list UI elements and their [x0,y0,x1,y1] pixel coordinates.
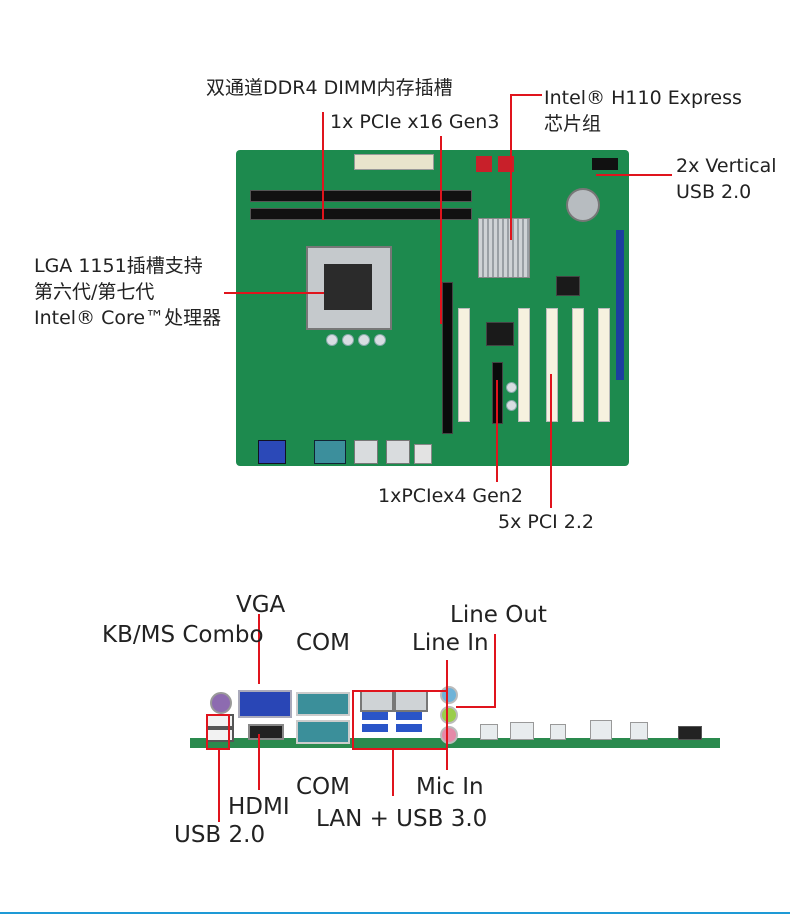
callout-line-chipset [510,94,512,240]
callout-box-lan-right [446,690,448,750]
callout-line-line-out-h [456,706,496,708]
label-chipset-line1: Intel® H110 Express [544,87,742,109]
callout-line-dimm [322,112,324,220]
label-pcie4: 1xPCIex4 Gen2 [378,485,523,507]
callout-box-usb2-right [228,714,230,750]
label-mic-in: Mic In [416,774,484,800]
board-rear-io [314,440,346,464]
hdmi-port [248,724,284,740]
com-port [296,720,350,744]
label-dimm: 双通道DDR4 DIMM内存插槽 [206,77,453,99]
audio-jack-line-out [440,706,458,724]
callout-line-usb-vertical [596,174,672,176]
power-connector [354,154,434,170]
pci-slot [598,308,610,422]
callout-box-usb2-bottom [206,748,230,750]
capacitor [506,400,517,411]
pcb-edge [190,738,720,748]
usb3-port [396,712,422,720]
lan-port [394,690,428,712]
lan-port [360,690,394,712]
label-cpu-line3: Intel® Core™处理器 [34,307,222,329]
callout-box-lan-left [352,690,354,750]
callout-line-mic-in [446,730,448,770]
board-component [630,722,648,740]
capacitor [342,334,354,346]
board-component [510,722,534,740]
label-hdmi: HDMI [228,794,290,820]
pci-slot [546,308,558,422]
label-pcie16: 1x PCIe x16 Gen3 [330,111,500,133]
label-cpu-line1: LGA 1151插槽支持 [34,255,203,277]
dimm-slot [250,190,472,202]
label-kbms: KB/MS Combo [102,622,264,648]
board-component [678,726,702,740]
callout-line-pci [550,374,552,508]
cpu-socket [306,246,392,330]
label-chipset-line2: 芯片组 [544,113,602,135]
pci-slot [458,308,470,422]
callout-line-lan [392,750,394,796]
callout-line-usb2 [218,750,220,822]
vertical-usb-header [592,158,618,170]
callout-box-usb2-top [206,714,230,716]
label-com-bottom: COM [296,774,351,800]
label-lan-usb3: LAN + USB 3.0 [316,806,488,832]
callout-box-usb2-left [206,714,208,750]
io-chip [556,276,580,296]
capacitor [506,382,517,393]
callout-line-line-in [446,660,448,694]
callout-line-vga [258,614,260,684]
sata-port [476,156,492,172]
usb3-port [362,712,388,720]
usb3-port [396,724,422,732]
board-component [590,720,612,740]
callout-box-lan-top [352,690,448,692]
callout-line-cpu [224,292,324,294]
capacitor [374,334,386,346]
side-header [616,230,624,380]
cmos-battery [566,188,600,222]
board-rear-io [354,440,378,464]
usb3-port [362,724,388,732]
bottom-rule [0,912,790,914]
pci-slot [518,308,530,422]
board-component [550,724,566,740]
label-usb-vertical-line1: 2x Vertical [676,155,777,177]
label-line-out: Line Out [450,602,547,628]
label-cpu-line2: 第六代/第七代 [34,281,155,303]
board-rear-io [386,440,410,464]
callout-line-line-out [494,634,496,706]
cpu-socket-center [324,264,372,310]
motherboard-image [236,150,629,466]
board-component [480,724,498,740]
com-port [296,692,350,716]
callout-line-pcie4 [496,380,498,482]
audio-jack-mic-in [440,726,458,744]
pci-slot [572,308,584,422]
board-rear-io [414,444,432,464]
callout-box-lan-bottom [352,748,448,750]
dimm-slot [250,208,472,220]
callout-line-pcie16 [440,136,442,324]
io-chip [486,322,514,346]
pcie-x16-slot [442,282,453,434]
label-com-top: COM [296,630,351,656]
vga-port [238,690,292,718]
audio-jack-line-in [440,686,458,704]
chipset-heatsink [478,218,530,278]
label-line-in: Line In [412,630,489,656]
board-rear-io [258,440,286,464]
capacitor [326,334,338,346]
label-usb2: USB 2.0 [174,822,266,848]
capacitor [358,334,370,346]
label-pci: 5x PCI 2.2 [498,511,594,533]
callout-line-chipset-h [510,94,542,96]
rear-io-panel-image [190,684,720,750]
label-usb-vertical-line2: USB 2.0 [676,181,752,203]
ps2-port [210,692,232,714]
callout-line-hdmi [258,734,260,790]
label-vga: VGA [236,592,286,618]
